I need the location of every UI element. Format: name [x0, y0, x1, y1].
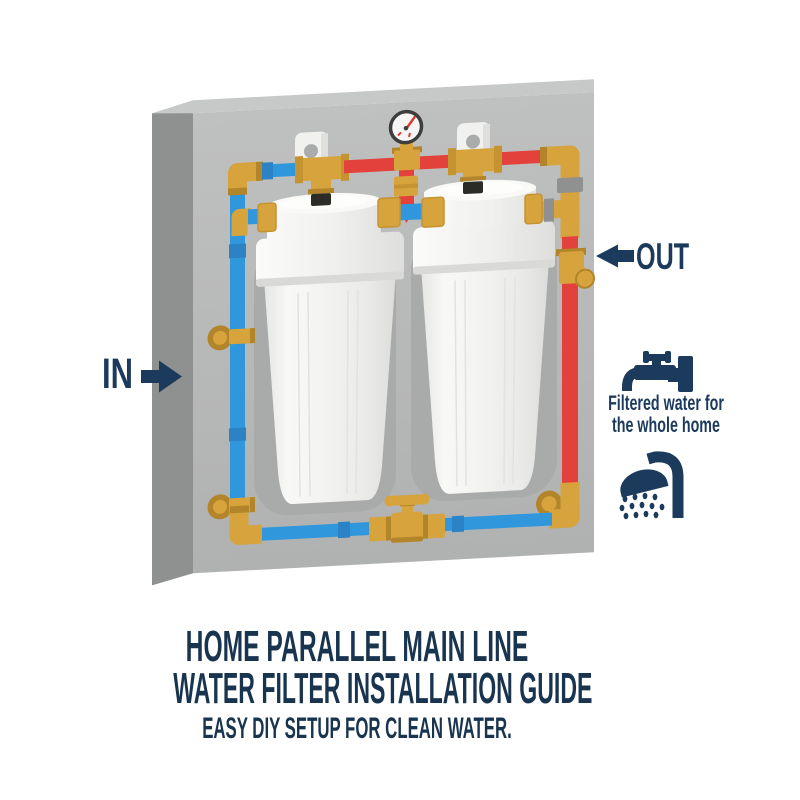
title-subtitle: EASY DIY SETUP FOR CLEAN WATER. — [202, 712, 512, 745]
shutoff-valve — [369, 493, 445, 543]
housing-flutes — [297, 289, 359, 497]
in-label: IN — [102, 350, 133, 398]
inlet-elbow-fitting — [228, 161, 262, 195]
bottom-elbow-left — [229, 511, 262, 545]
benefit-line-2: the whole home — [612, 414, 720, 437]
housing-flutes — [454, 277, 516, 487]
pipe-clamp-lower — [207, 494, 255, 520]
outlet-pipe-vertical — [536, 145, 595, 529]
drain-valve-fitting — [556, 247, 595, 289]
valve-handle — [388, 494, 426, 506]
benefit-line-1: Filtered water for — [608, 392, 724, 415]
gray-coupling — [557, 176, 583, 194]
bottom-bypass-pipe — [229, 493, 552, 545]
water-drops — [619, 492, 665, 520]
out-label: OUT — [636, 236, 690, 277]
inlet-port-fitting-left — [231, 202, 277, 237]
title-line-1: HOME PARALLEL MAIN LINE — [185, 622, 529, 671]
board-top-face — [152, 79, 594, 114]
left-arrow-icon — [596, 244, 634, 268]
housing-collar — [256, 231, 404, 286]
bracket-hole — [304, 144, 318, 159]
housing-body — [421, 259, 549, 494]
housing-body — [264, 271, 396, 505]
outlet-port-fitting-right — [524, 193, 567, 225]
board-assembly — [152, 79, 595, 586]
faucet-icon — [622, 351, 693, 392]
pipe-clamp-upper — [207, 325, 255, 351]
bottom-elbow-right — [549, 482, 580, 529]
board-side-face — [152, 101, 193, 586]
crossover-fitting — [377, 168, 445, 229]
shower-icon — [619, 451, 684, 520]
title-line-2: WATER FILTER INSTALLATION GUIDE — [173, 664, 593, 713]
cap-nut-left — [311, 193, 331, 206]
cold-inlet-pipe-vertical — [207, 161, 263, 531]
benefit-caption: Filtered water for the whole home — [598, 393, 734, 437]
housing-collar — [413, 220, 555, 275]
outlet-elbow-fitting — [546, 145, 580, 188]
filter-housing-right — [413, 179, 555, 494]
filter-housing-left — [256, 192, 404, 505]
right-arrow-icon — [141, 360, 182, 393]
pressure-gauge-icon — [388, 109, 424, 171]
bracket-hole — [466, 134, 480, 149]
tee-fitting-left — [295, 153, 349, 198]
cap-nut-right — [463, 181, 483, 195]
